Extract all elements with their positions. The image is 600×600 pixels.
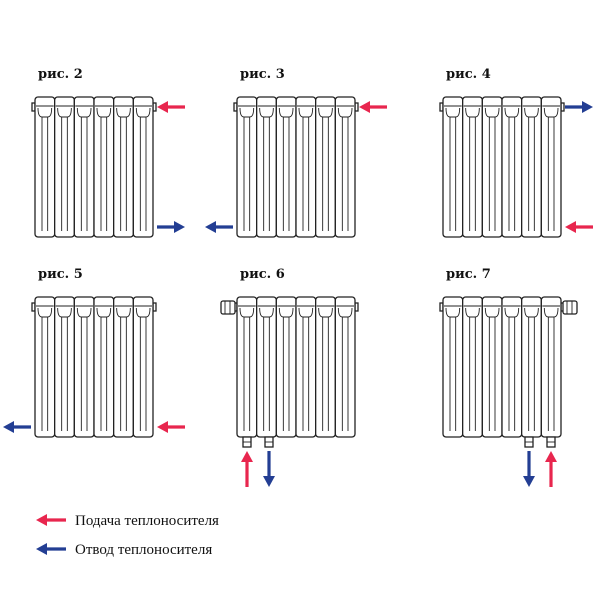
radiator-section xyxy=(132,96,154,238)
supply-arrow-icon xyxy=(545,451,557,487)
return-arrow-icon xyxy=(157,221,185,233)
radiator-section xyxy=(256,96,277,238)
radiator-section xyxy=(113,96,134,238)
return-arrow-shape xyxy=(36,543,66,555)
legend: Подача теплоносителя Отвод теплоносителя xyxy=(36,513,219,558)
figure-label: рис. 3 xyxy=(240,67,285,82)
supply-arrow-icon xyxy=(359,101,387,113)
figure-3: рис. 3 xyxy=(205,67,387,238)
return-arrow-icon xyxy=(205,221,233,233)
radiator-section xyxy=(540,296,562,438)
legend-item-supply: Подача теплоносителя xyxy=(36,513,219,529)
figure-7: рис. 7 xyxy=(439,267,578,487)
figure-6: рис. 6 xyxy=(220,267,359,487)
figure-4: рис. 4 xyxy=(439,67,593,238)
supply-arrow-shape xyxy=(36,514,66,526)
figure-2: рис. 2 xyxy=(31,67,185,238)
thermostatic-head-icon xyxy=(562,300,578,315)
legend-label-return: Отвод теплоносителя xyxy=(75,542,212,558)
radiator-section xyxy=(462,96,483,238)
radiator-section xyxy=(93,296,115,438)
radiator-section xyxy=(442,96,464,238)
figure-label: рис. 5 xyxy=(38,267,83,282)
supply-arrow-icon xyxy=(157,101,185,113)
legend-label-supply: Подача теплоносителя xyxy=(75,513,219,529)
radiator-section xyxy=(275,296,297,438)
radiator-section xyxy=(132,296,154,438)
return-arrow-icon xyxy=(565,101,593,113)
radiator-section xyxy=(113,296,134,438)
figure-label: рис. 7 xyxy=(446,267,491,282)
return-arrow-icon xyxy=(263,451,275,487)
figures-layer: рис. 2 рис. 3 рис. 4 рис. 5 рис. 6 рис. 7 xyxy=(3,67,593,487)
radiator-section xyxy=(442,296,464,438)
supply-arrow-icon xyxy=(157,421,185,433)
radiator-section xyxy=(334,96,356,238)
radiator-section xyxy=(54,96,75,238)
radiator-section xyxy=(334,296,356,438)
legend-item-return: Отвод теплоносителя xyxy=(36,542,212,558)
supply-arrow-icon xyxy=(36,514,66,526)
return-arrow-icon xyxy=(523,451,535,487)
radiator-section xyxy=(462,296,483,438)
radiator-section xyxy=(521,96,542,238)
radiator-section xyxy=(501,96,523,238)
radiator-section xyxy=(54,296,75,438)
radiator-section xyxy=(481,96,503,238)
radiator-section xyxy=(315,296,336,438)
figure-label: рис. 6 xyxy=(240,267,285,282)
bottom-valve-icon xyxy=(242,436,274,448)
radiator-section xyxy=(275,96,297,238)
radiator-section xyxy=(295,96,317,238)
radiator-section xyxy=(256,296,277,438)
return-arrow-icon xyxy=(3,421,31,433)
radiator-section xyxy=(34,96,56,238)
figure-label: рис. 2 xyxy=(38,67,83,82)
radiator-section xyxy=(481,296,503,438)
radiator-section xyxy=(236,96,258,238)
thermostatic-head-icon xyxy=(220,300,236,315)
radiator-section xyxy=(73,96,95,238)
radiator-section xyxy=(236,296,258,438)
radiator-section xyxy=(34,296,56,438)
radiator-section xyxy=(93,96,115,238)
radiator-section xyxy=(521,296,542,438)
radiator-section xyxy=(501,296,523,438)
return-arrow-icon xyxy=(36,543,66,555)
radiator-section xyxy=(295,296,317,438)
figure-label: рис. 4 xyxy=(446,67,491,82)
figure-5: рис. 5 xyxy=(3,267,185,438)
radiator-section xyxy=(73,296,95,438)
radiator-section xyxy=(315,96,336,238)
supply-arrow-icon xyxy=(241,451,253,487)
bottom-valve-icon xyxy=(524,436,556,448)
radiator-section xyxy=(540,96,562,238)
supply-arrow-icon xyxy=(565,221,593,233)
